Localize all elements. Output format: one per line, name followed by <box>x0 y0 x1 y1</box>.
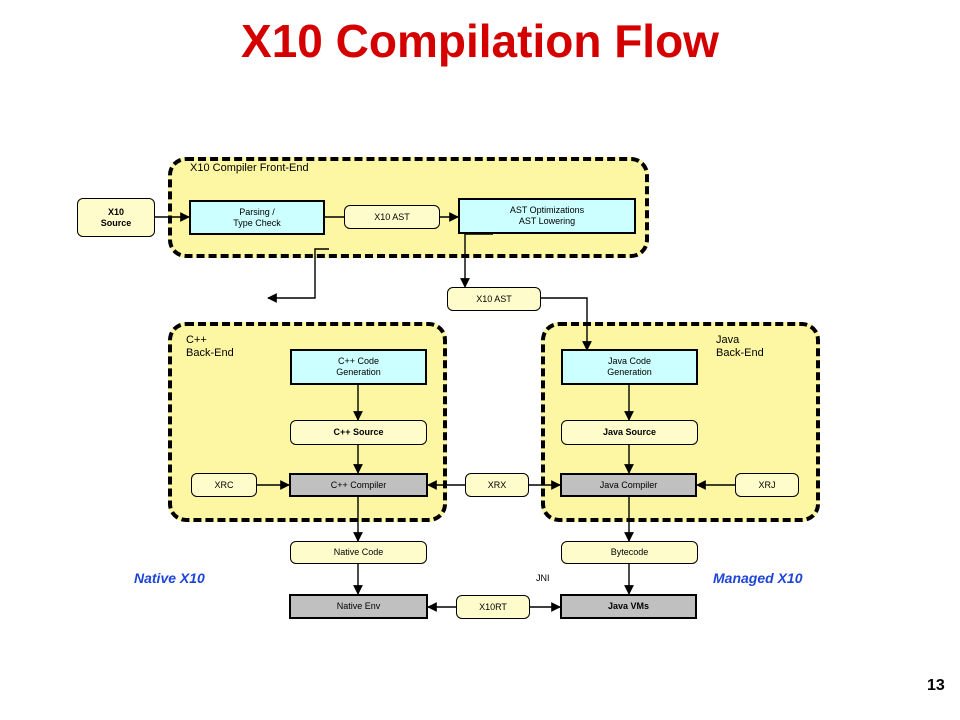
parsing-line2: Type Check <box>233 217 281 228</box>
java-back-end-label: Java Back-End <box>716 334 764 360</box>
x10rt-node: X10RT <box>456 595 530 619</box>
java-vms-node: Java VMs <box>560 594 697 619</box>
xrx-node: XRX <box>465 473 529 497</box>
front-end-label: X10 Compiler Front-End <box>190 162 309 174</box>
cpp-codegen-line2: Generation <box>336 367 381 377</box>
cpp-back-end-label: C++ Back-End <box>186 334 234 360</box>
x10-ast-mid-node: X10 AST <box>447 287 541 311</box>
edge-opt-to-mid-ast <box>460 233 493 288</box>
edge-mid-ast-to-java <box>541 297 592 351</box>
xrj-node: XRJ <box>735 473 799 497</box>
bytecode-node: Bytecode <box>561 541 698 564</box>
edge-front-end-to-cpp <box>267 248 329 303</box>
page-title: X10 Compilation Flow <box>241 15 719 67</box>
cpp-codegen-node: C++ Code Generation <box>290 349 427 385</box>
java-codegen-line1: Java Code <box>607 356 652 366</box>
x10-source-line1: X10 <box>107 206 124 217</box>
java-codegen-node: Java Code Generation <box>561 349 698 385</box>
xrc-node: XRC <box>191 473 257 497</box>
managed-x10-label: Managed X10 <box>713 570 803 586</box>
cpp-codegen-line1: C++ Code <box>337 356 380 366</box>
parsing-node: Parsing / Type Check <box>189 200 325 235</box>
java-back-end-label-line1: Java <box>716 334 740 346</box>
ast-opt-line2: AST Lowering <box>518 216 576 226</box>
native-env-node: Native Env <box>289 594 428 619</box>
native-x10-label: Native X10 <box>134 570 205 586</box>
x10-source-node: X10 Source <box>77 198 155 237</box>
x10-ast-top-node: X10 AST <box>344 205 440 229</box>
cpp-back-end-label-line2: Back-End <box>186 347 234 359</box>
jni-label: JNI <box>536 573 550 583</box>
cpp-source-node: C++ Source <box>290 420 427 445</box>
page-number: 13 <box>927 677 945 694</box>
x10-source-line2: Source <box>100 217 132 228</box>
java-compiler-node: Java Compiler <box>560 473 697 497</box>
java-codegen-line2: Generation <box>607 367 652 377</box>
native-code-node: Native Code <box>290 541 427 564</box>
java-source-node: Java Source <box>561 420 698 445</box>
cpp-compiler-node: C++ Compiler <box>289 473 428 497</box>
ast-opt-line1: AST Optimizations <box>509 205 585 215</box>
parsing-line1: Parsing / <box>239 206 275 217</box>
java-back-end-label-line2: Back-End <box>716 347 764 359</box>
ast-optimization-node: AST Optimizations AST Lowering <box>458 198 636 234</box>
cpp-back-end-label-line1: C++ <box>186 334 207 346</box>
